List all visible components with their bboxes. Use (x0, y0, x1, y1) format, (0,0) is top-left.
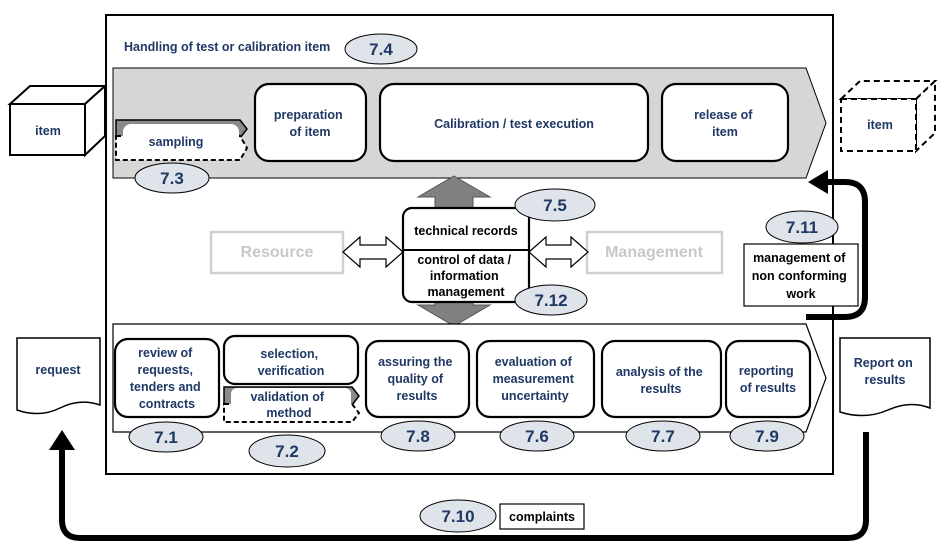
technical-records-label: technical records (414, 224, 518, 238)
ref-7-5-label: 7.5 (543, 196, 567, 215)
release-label: release of item (694, 108, 756, 139)
item-in-cube (7, 83, 108, 158)
nonconforming-loop-arrow (806, 179, 868, 320)
ref-7-4-label: 7.4 (369, 40, 393, 59)
sampling-label: sampling (149, 135, 204, 149)
ref-7-6 (499, 420, 575, 452)
management-double-arrow (528, 235, 589, 269)
management-label: Management (605, 244, 703, 261)
ref-7-7-label: 7.7 (651, 427, 675, 446)
reporting-box (724, 339, 812, 419)
ref-7-8-label: 7.8 (406, 427, 430, 446)
ref-7-3 (134, 162, 210, 194)
records-box (401, 206, 531, 304)
ref-7-4 (344, 33, 418, 65)
evaluation-label: evaluation of measurement uncertainty (493, 355, 578, 403)
ref-7-8 (380, 420, 456, 452)
execution-box (378, 82, 650, 163)
analysis-label: analysis of the results (616, 365, 706, 396)
management-box (585, 230, 724, 275)
ref-7-11-label: 7.11 (786, 218, 818, 237)
nonconforming-label: management of non conforming work (752, 251, 851, 301)
item-out-cube (838, 78, 938, 154)
preparation-label: preparation of item (274, 108, 346, 139)
item-out-label: item (867, 118, 893, 132)
complaints-label: complaints (509, 510, 575, 524)
ref-7-10-label: 7.10 (441, 507, 474, 526)
assuring-label: assuring the quality of results (378, 355, 456, 403)
selection-label: selection, verification (258, 347, 325, 378)
release-box (660, 82, 790, 163)
ref-7-9 (729, 420, 805, 452)
item-in-label: item (35, 124, 61, 138)
selection-box (222, 334, 360, 386)
complaints-box (499, 503, 585, 530)
control-label: control of data / information management (417, 253, 514, 299)
ref-7-10 (419, 499, 497, 533)
ref-7-6-label: 7.6 (525, 427, 549, 446)
report-label: Report on results (854, 356, 917, 387)
evaluation-box (475, 339, 596, 419)
ref-7-3-label: 7.3 (160, 169, 184, 188)
reporting-label: reporting of results (739, 364, 797, 395)
nonconforming-box (743, 243, 859, 307)
ref-7-9-label: 7.9 (755, 427, 779, 446)
review-label: review of requests, tenders and contract… (130, 346, 204, 411)
execution-label: Calibration / test execution (434, 117, 594, 131)
validation-label: validation of method (250, 390, 327, 420)
request-document (16, 337, 101, 415)
ref-7-12-label: 7.12 (534, 291, 567, 310)
report-document (839, 337, 931, 417)
assuring-box (364, 339, 471, 419)
ref-7-5 (514, 188, 596, 222)
resource-label: Resource (241, 244, 314, 261)
resource-box (209, 230, 345, 275)
nonconforming-arrowhead (808, 170, 828, 194)
ref-7-2 (248, 434, 326, 468)
ref-7-2-label: 7.2 (275, 442, 299, 461)
analysis-box (600, 339, 723, 419)
review-box (113, 337, 221, 419)
complaints-arrowhead (49, 430, 75, 450)
ref-7-12 (514, 284, 588, 316)
ref-7-1 (128, 421, 204, 453)
ref-7-11 (765, 210, 839, 244)
ref-7-1-label: 7.1 (154, 428, 178, 447)
diagram-title: Handling of test or calibration item (124, 40, 330, 54)
complaints-loop-arrow (59, 432, 869, 541)
preparation-box (253, 82, 368, 163)
request-label: request (35, 363, 81, 377)
ref-7-7 (625, 420, 701, 452)
